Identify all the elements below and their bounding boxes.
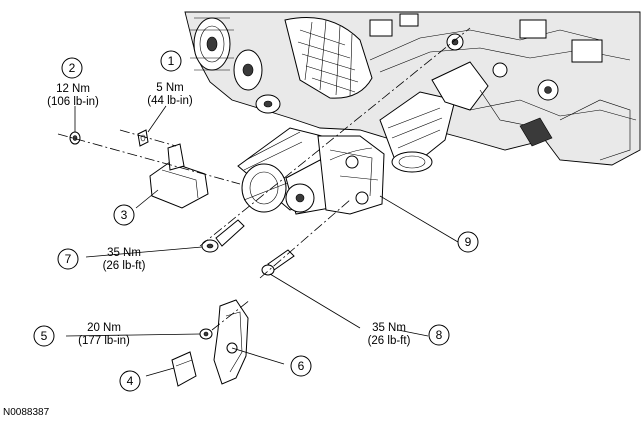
svg-text:(106 lb-in): (106 lb-in) (47, 96, 99, 108)
nut-5 (199, 328, 213, 340)
svg-text:9: 9 (465, 235, 472, 249)
assembly-axes (57, 27, 471, 331)
svg-text:5: 5 (41, 329, 48, 343)
callout-5: 5 (33, 325, 55, 347)
callout-8: 8 (428, 324, 450, 346)
svg-text:6: 6 (298, 359, 305, 373)
callout-2: 2 (61, 57, 83, 79)
torque-label-1: 5 Nm (44 lb-in) (147, 82, 193, 107)
callout-6: 6 (290, 355, 312, 377)
svg-text:35 Nm: 35 Nm (107, 247, 141, 259)
svg-text:(26 lb-ft): (26 lb-ft) (368, 335, 411, 347)
engine-detail-lines (369, 13, 637, 161)
torque-label-8: 35 Nm (26 lb-ft) (368, 322, 411, 347)
leader-lines (65, 105, 459, 377)
heat-shield (213, 299, 249, 385)
callout-7: 7 (57, 248, 79, 270)
engine-assembly (184, 11, 641, 173)
lower-bracket (171, 351, 197, 387)
torque-label-7: 35 Nm (26 lb-ft) (103, 247, 146, 272)
svg-text:4: 4 (127, 374, 134, 388)
callout-3: 3 (113, 204, 135, 226)
svg-text:12 Nm: 12 Nm (56, 83, 90, 95)
starter-motor (237, 127, 385, 215)
svg-text:20 Nm: 20 Nm (87, 322, 121, 334)
svg-text:5 Nm: 5 Nm (156, 82, 183, 94)
svg-text:2: 2 (69, 61, 76, 75)
svg-text:(26 lb-ft): (26 lb-ft) (103, 260, 146, 272)
torque-label-2: 12 Nm (106 lb-in) (47, 83, 99, 108)
nut-1 (137, 129, 149, 147)
svg-text:(177 lb-in): (177 lb-in) (78, 335, 130, 347)
svg-text:3: 3 (121, 208, 128, 222)
exhaust-pipe (379, 61, 489, 173)
callout-9: 9 (457, 231, 479, 253)
bolt-7 (201, 219, 245, 253)
intake-hose (284, 17, 373, 99)
figure-id: N0088387 (3, 407, 50, 418)
pulley-stack (190, 17, 281, 114)
callout-4: 4 (119, 370, 141, 392)
svg-text:(44 lb-in): (44 lb-in) (147, 95, 193, 107)
callout-1: 1 (160, 50, 182, 72)
svg-text:7: 7 (65, 252, 72, 266)
svg-text:35 Nm: 35 Nm (372, 322, 406, 334)
svg-text:1: 1 (168, 54, 175, 68)
torque-label-5: 20 Nm (177 lb-in) (78, 322, 130, 347)
heat-shield-bracket (149, 143, 209, 209)
svg-text:8: 8 (436, 328, 443, 342)
